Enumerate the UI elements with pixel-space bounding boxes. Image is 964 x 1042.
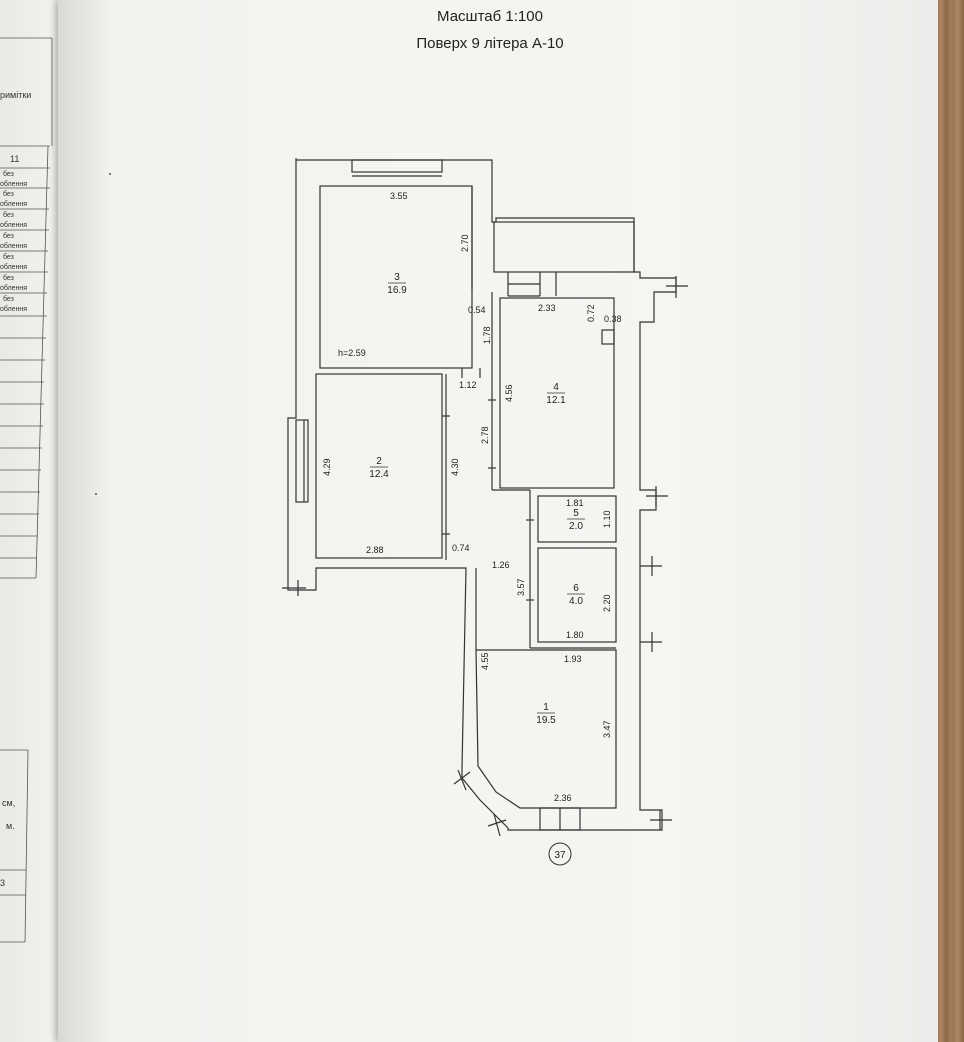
dim-label: 3.55	[390, 191, 408, 201]
shaft	[601, 329, 615, 345]
dim-label: 1.80	[566, 630, 584, 640]
room-2-area: 12.4	[369, 469, 389, 480]
left-sheet-note: см,	[2, 798, 16, 808]
room-4-number: 4	[553, 382, 559, 393]
dim-label: 1.93	[564, 654, 582, 664]
room-2-walls	[315, 373, 443, 559]
dim-label: 1.78	[482, 326, 492, 344]
left-sheet-cell: без	[3, 233, 14, 240]
dim-label: 4.56	[504, 384, 514, 402]
apartment-number-circle	[548, 842, 572, 866]
room-4-area: 12.1	[546, 395, 566, 406]
room-1-area: 19.5	[536, 715, 556, 726]
room-2-number: 2	[376, 456, 382, 467]
dim-label: 2.88	[366, 545, 384, 555]
room-3-number: 3	[394, 272, 400, 283]
dim-label: 0.72	[586, 304, 596, 322]
balcony	[493, 221, 635, 273]
room-4-walls	[499, 297, 615, 489]
room-5-walls	[537, 495, 617, 543]
room-6-walls	[537, 547, 617, 643]
paper-speck	[95, 493, 97, 495]
left-sheet-cell: облення	[0, 285, 28, 292]
dim-label: 4.29	[322, 458, 332, 476]
dim-label: 1.26	[492, 560, 510, 570]
dim-label: 0.74	[452, 543, 470, 553]
left-sheet-cell: без	[3, 171, 14, 178]
walls	[282, 158, 688, 837]
left-sheet-cell: облення	[0, 222, 28, 229]
dim-label: 2.20	[602, 594, 612, 612]
room-1-walls	[475, 649, 617, 809]
dim-label: 4.30	[450, 458, 460, 476]
dim-label: 1.81	[566, 498, 584, 508]
scale-label: Масштаб 1:100	[437, 8, 543, 25]
left-sheet-cell: облення	[0, 201, 28, 208]
window-top	[351, 159, 443, 173]
left-sheet-cell: облення	[0, 243, 28, 250]
dim-label: 1.12	[459, 380, 477, 390]
dim-label: 2.36	[554, 793, 572, 803]
room-5-area: 2.0	[569, 521, 583, 532]
room-6-number: 6	[573, 583, 579, 594]
paper-speck	[109, 173, 111, 175]
floor-label: Поверх 9 літера А-10	[416, 35, 564, 52]
left-sheet-column-title: римітки	[0, 90, 32, 100]
apartment-number: 37	[554, 850, 566, 861]
left-sheet-cell: облення	[0, 306, 28, 313]
left-sheet-cell: без	[3, 296, 14, 303]
room-6-area: 4.0	[569, 596, 583, 607]
left-sheet-table	[0, 37, 53, 943]
dim-label: h=2.59	[338, 348, 366, 358]
left-sheet-note: 3	[0, 878, 6, 888]
room-3-area: 16.9	[387, 285, 407, 296]
dim-label: 2.78	[480, 426, 490, 444]
dim-label: 1.10	[602, 510, 612, 528]
left-sheet-cell: без	[3, 254, 14, 261]
left-sheet-note: м.	[6, 821, 15, 831]
left-sheet-cell: без	[3, 275, 14, 282]
room-5-number: 5	[573, 508, 579, 519]
dim-label: 3.47	[602, 720, 612, 738]
floor-plan-sheet	[58, 0, 938, 1042]
room-1-number: 1	[543, 702, 549, 713]
left-sheet-cell: без	[3, 212, 14, 219]
dim-label: 3.57	[516, 578, 526, 596]
dim-label: 0.38	[604, 314, 622, 324]
dim-label: 4.55	[480, 652, 490, 670]
window-left	[295, 419, 309, 503]
dim-label: 2.70	[460, 234, 470, 252]
left-sheet-cell: облення	[0, 264, 28, 271]
left-sheet-column-number: 11	[10, 154, 20, 164]
dim-label: 2.33	[538, 303, 556, 313]
outer-wall	[287, 158, 677, 831]
left-sheet-cell: без	[3, 191, 14, 198]
dim-label: 0.54	[468, 305, 486, 315]
left-sheet-cell: облення	[0, 181, 28, 188]
